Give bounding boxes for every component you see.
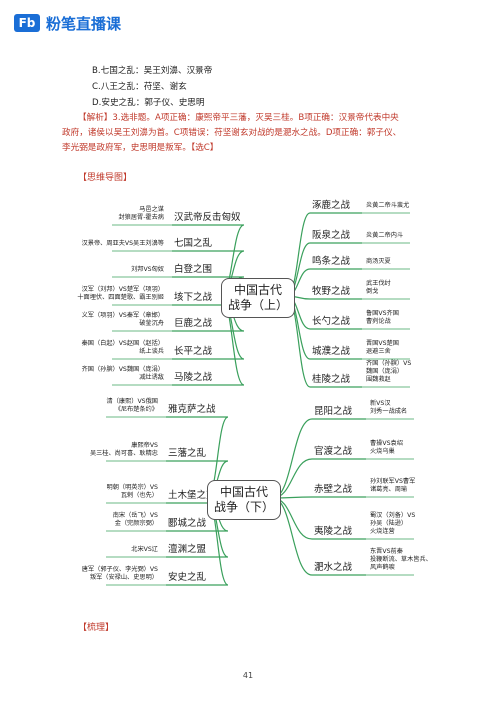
mindmap-node: 马陵之战 [174, 372, 213, 383]
mindmap-ancient-wars-1: 汉武帝反击匈奴马邑之谋封狼居胥-霍去病七国之乱 汉景帝、周亚夫VS吴王刘濞等白登之… [76, 192, 418, 388]
mindmap-note: 晋国VS楚国退避三舍 [366, 340, 399, 355]
mindmap-note: 新VS汉刘秀一战成名 [370, 400, 408, 415]
mindmap-node: 巨鹿之战 [174, 318, 213, 329]
mindmap-note: 刘邦VS匈奴 [131, 266, 164, 273]
mindmap-node: 垓下之战 [174, 292, 213, 303]
mindmap-node: 安史之乱 [168, 572, 207, 583]
mindmap-note: 汉景帝、周亚夫VS吴王刘濞等 [81, 240, 164, 247]
mindmap-node: 阪泉之战 [312, 230, 351, 241]
mindmap-node: 长勺之战 [312, 316, 351, 327]
brand-logo-icon: Fb [14, 14, 40, 32]
mindmap-node: 澶渊之盟 [168, 544, 207, 555]
mindmap-note: 汉军（刘邦）VS楚军（项羽）十面埋伏、四面楚歌、霸王别姬 [77, 286, 164, 301]
mindmap-center: 中国古代战争（下） [207, 480, 282, 520]
mindmap-note: 炎黄二帝内斗 [366, 232, 404, 239]
analysis-line-2: 政府，诸侯以吴王刘濞为首。C项错误：苻坚谢玄对战的是淝水之战。D项正确：郭子仪、 [62, 128, 402, 138]
mindmap-node: 土木堡之变 [168, 490, 216, 501]
branch-line [272, 496, 366, 499]
mindmap-note: 鲁国VS齐国曹刿论战 [366, 310, 399, 325]
mindmap-note: 孙刘联军VS曹军诸葛亮、周瑜 [370, 478, 416, 493]
mindmap-node: 三藩之乱 [168, 448, 207, 459]
mindmap-node: 城濮之战 [312, 346, 351, 357]
mindmap-node: 淝水之战 [314, 562, 353, 573]
sorting-heading: 【梳理】 [78, 623, 115, 633]
mindmap-note: 北宋VS辽 [131, 546, 158, 553]
mindmap-note: 秦国（白起）VS赵国（赵括）纸上谈兵 [81, 340, 164, 355]
mindmap-note: 炎黄二帝斗蚩尤 [366, 202, 410, 209]
mindmap-note: 齐国（孙膑）VS魏国（庞涓）减灶诱敌 [81, 366, 164, 381]
mindmap-node: 赤壁之战 [314, 484, 353, 495]
analysis-line-1: 【解析】3.选非题。A项正确：康熙帝平三藩，灭吴三桂。B项正确：汉景帝代表中央 [78, 113, 399, 123]
mindmap-note: 东晋VS前秦投鞭断流、草木皆兵、风声鹤唳 [370, 548, 432, 571]
option-d: D.安史之乱：郭子仪、史思明 [92, 98, 205, 108]
mindmap-note: 商汤灭夏 [366, 258, 391, 265]
mindmap-node: 桂陵之战 [312, 374, 351, 385]
mindmap-node: 郾城之战 [168, 518, 207, 529]
mindmap-node: 官渡之战 [314, 446, 353, 457]
mindmap-note: 义军（项羽）VS秦军（章邯）破釜沉舟 [81, 312, 164, 327]
brand-name: 粉笔直播课 [46, 14, 122, 33]
mindmap-note: 武王伐纣倒戈 [366, 280, 391, 295]
mindmap-note: 清（康熙）VS俄国《尼布楚条约》 [106, 398, 158, 413]
mindmap-node: 昆阳之战 [314, 406, 353, 417]
mindmap-node: 长平之战 [174, 346, 213, 357]
mindmap-node: 白登之围 [174, 264, 213, 275]
mindmap-node: 鸣条之战 [312, 256, 351, 267]
mindmap-note: 马邑之谋封狼居胥-霍去病 [118, 206, 164, 221]
brand-logo: Fb 粉笔直播课 [14, 12, 121, 34]
mindmap-note: 曹操VS袁绍火烧乌巢 [370, 440, 403, 455]
mindmap-center: 中国古代战争（上） [221, 278, 296, 318]
page-number: 41 [242, 671, 254, 680]
mindmap-heading: 【思维导图】 [78, 173, 133, 183]
option-c: C.八王之乱：苻坚、谢玄 [92, 82, 187, 92]
option-b: B.七国之乱：吴王刘濞、汉景帝 [92, 66, 213, 76]
mindmap-node: 夷陵之战 [314, 526, 353, 537]
mindmap-node: 汉武帝反击匈奴 [174, 212, 241, 223]
mindmap-node: 牧野之战 [312, 286, 351, 297]
analysis-line-3: 李光弼是政府军，史思明是叛军。【选C】 [62, 143, 219, 153]
mindmap-node: 涿鹿之战 [312, 200, 351, 211]
mindmap-node: 雅克萨之战 [168, 404, 216, 415]
mindmap-node: 七国之乱 [174, 238, 213, 249]
